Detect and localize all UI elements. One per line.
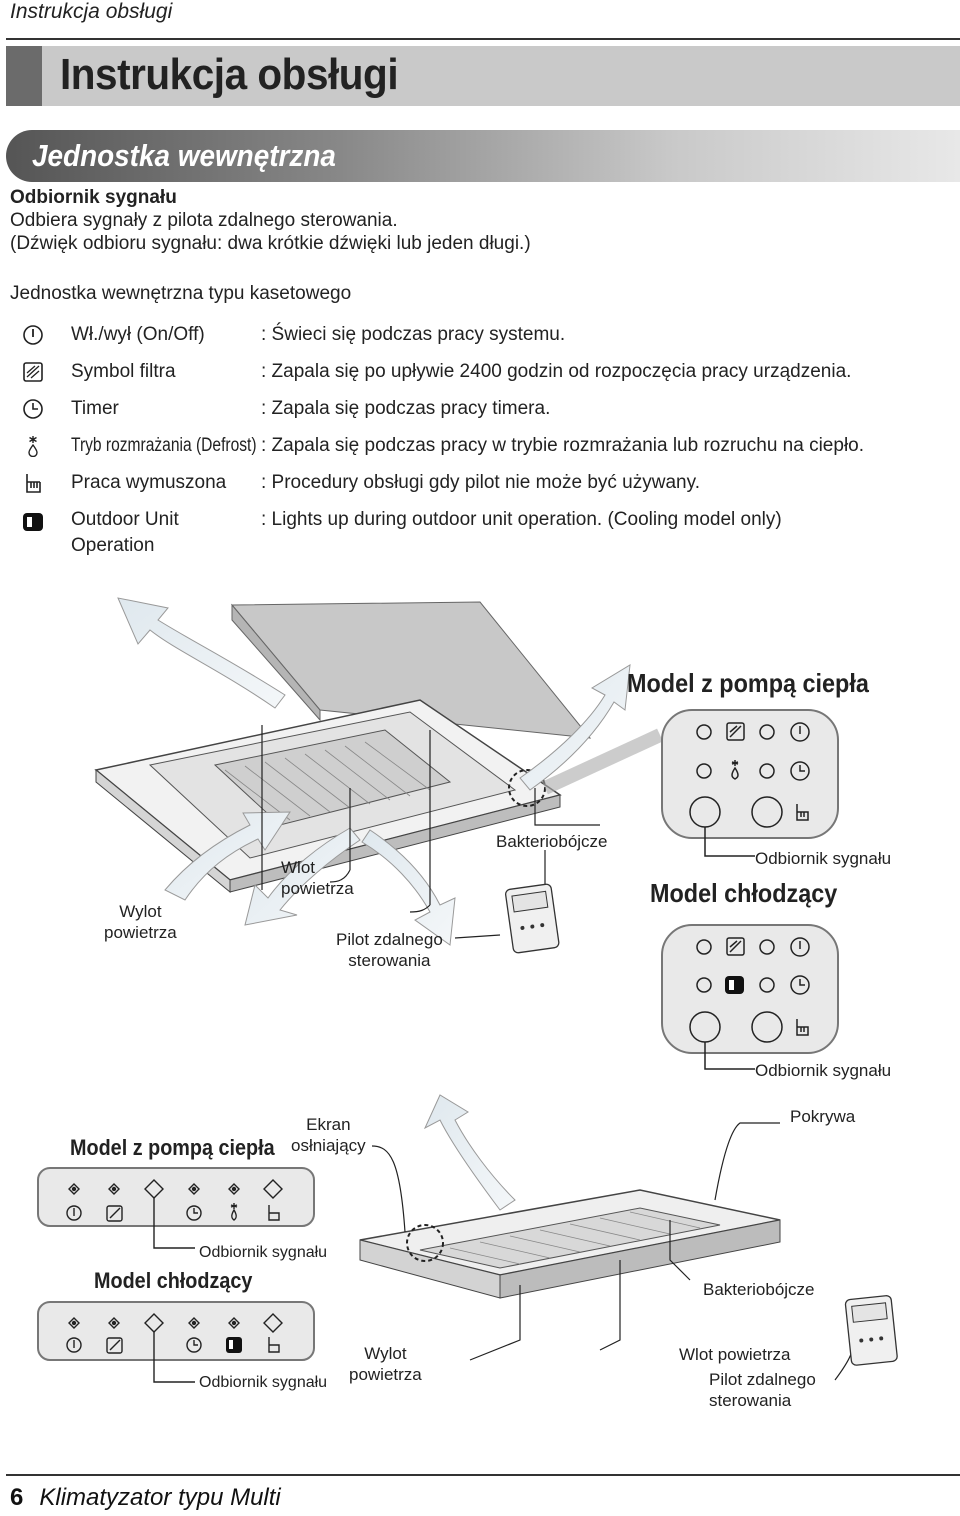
legend-row-filter: Symbol filtra : Zapala się po upływie 24… (0, 359, 960, 389)
title-band: Instrukcja obsługi (6, 46, 960, 106)
section-bar: Jednostka wewnętrzna (6, 130, 960, 182)
air-inlet-line-1: Wlot (281, 858, 315, 877)
legend-desc: : Procedury obsługi gdy pilot nie może b… (261, 472, 700, 493)
legend-desc: : Świeci się podczas pracy systemu. (261, 324, 566, 345)
air-outlet-label-1: Wylot powietrza (104, 901, 177, 943)
bactericidal-label-1: Bakteriobójcze (496, 832, 608, 851)
heat-pump-model-label-top: Model z pompą ciepła (627, 668, 869, 698)
heat-pump-model-label-bottom: Model z pompą ciepła (70, 1135, 275, 1160)
remote-line-1: Pilot zdalnego (709, 1370, 816, 1389)
legend-name: Timer (71, 398, 119, 419)
remote-label-1: Pilot zdalnego sterowania (336, 929, 443, 971)
legend-name: Wł./wył (On/Off) (71, 324, 205, 345)
page-title: Instrukcja obsługi (60, 50, 399, 99)
screen-line-1: Ekran (306, 1115, 351, 1134)
air-outlet-label-2: Wylot powietrza (349, 1343, 422, 1385)
legend-desc: : Zapala się po upływie 2400 godzin od r… (261, 361, 852, 382)
cover-label: Pokrywa (790, 1107, 856, 1126)
air-outlet-line-2: powietrza (104, 923, 177, 942)
hand-icon (26, 474, 41, 493)
ceiling-unit-illustration (359, 1094, 898, 1381)
cooling-panel-top (661, 924, 839, 1070)
cooling-model-label-top: Model chłodzący (650, 878, 838, 908)
legend-desc: : Zapala się podczas pracy w trybie rozm… (261, 435, 865, 456)
remote-line-1: Pilot zdalnego (336, 930, 443, 949)
signal-receiver-label-3: Odbiornik sygnału (199, 1244, 328, 1261)
power-icon (23, 325, 43, 345)
cassette-unit-illustration (94, 597, 663, 954)
filter-icon (23, 362, 43, 382)
timer-icon (23, 399, 43, 419)
legend-name: Tryb rozmrażania (Defrost) (71, 435, 257, 456)
legend-desc: : Zapala się podczas pracy timera. (261, 398, 551, 419)
page-footer: 6 Klimatyzator typu Multi (10, 1484, 281, 1512)
cooling-panel-bottom (37, 1301, 315, 1383)
running-head: Instrukcja obsługi (10, 0, 173, 23)
signal-line-1: Odbiera sygnały z pilota zdalnego sterow… (10, 210, 398, 231)
remote-line-2: sterowania (709, 1391, 792, 1410)
legend-name-line2: Operation (71, 535, 155, 556)
page-number: 6 (10, 1484, 24, 1511)
screen-label: Ekran osłniający (291, 1114, 366, 1156)
cooling-model-label-bottom: Model chłodzący (94, 1268, 253, 1293)
signal-receiver-label-2: Odbiornik sygnału (755, 1061, 892, 1080)
defrost-icon (28, 436, 38, 457)
bactericidal-label-2: Bakteriobójcze (703, 1280, 815, 1299)
air-inlet-label-2: Wlot powietrza (679, 1345, 791, 1364)
footer-rule (6, 1474, 960, 1476)
air-outlet-line-1: Wylot (364, 1344, 407, 1363)
unit-illustration (37, 597, 898, 1383)
heat-pump-panel-top (661, 709, 839, 857)
signal-receiver-label-4: Odbiornik sygnału (199, 1374, 328, 1391)
unit-diagram: Model z pompą ciepła Odbiornik sygnału M… (0, 560, 960, 1460)
heat-pump-panel-bottom (37, 1167, 315, 1249)
signal-receiver-label-1: Odbiornik sygnału (755, 849, 892, 868)
air-outlet-line-2: powietrza (349, 1365, 422, 1384)
legend-row-timer: Timer : Zapala się podczas pracy timera. (0, 396, 960, 426)
remote-label-2: Pilot zdalnego sterowania (709, 1369, 816, 1411)
title-marker (6, 46, 42, 106)
signal-heading: Odbiornik sygnału (10, 187, 177, 208)
legend-name: Symbol filtra (71, 361, 176, 382)
header-rule (6, 38, 960, 40)
remote-line-2: sterowania (348, 951, 431, 970)
legend-desc: : Lights up during outdoor unit operatio… (261, 509, 782, 530)
cassette-heading: Jednostka wewnętrzna typu kasetowego (10, 283, 352, 304)
footer-title: Klimatyzator typu Multi (39, 1484, 281, 1511)
section-title: Jednostka wewnętrzna (32, 138, 336, 173)
air-inlet-label-1: Wlot powietrza (281, 857, 354, 899)
legend-row-defrost: Tryb rozmrażania (Defrost) : Zapala się … (0, 433, 960, 463)
air-outlet-line-1: Wylot (119, 902, 162, 921)
outdoor-unit-icon (23, 513, 43, 531)
signal-line-2: (Dźwięk odbioru sygnału: dwa krótkie dźw… (10, 233, 531, 254)
air-inlet-line-2: powietrza (281, 879, 354, 898)
legend-name: Praca wymuszona (71, 472, 227, 493)
legend-row-power: Wł./wył (On/Off) : Świeci się podczas pr… (0, 322, 960, 352)
legend-row-forced: Praca wymuszona : Procedury obsługi gdy … (0, 470, 960, 500)
legend-row-outdoor: Outdoor Unit Operation : Lights up durin… (0, 507, 960, 559)
legend-name: Outdoor Unit (71, 509, 179, 530)
screen-line-2: osłniający (291, 1136, 366, 1155)
